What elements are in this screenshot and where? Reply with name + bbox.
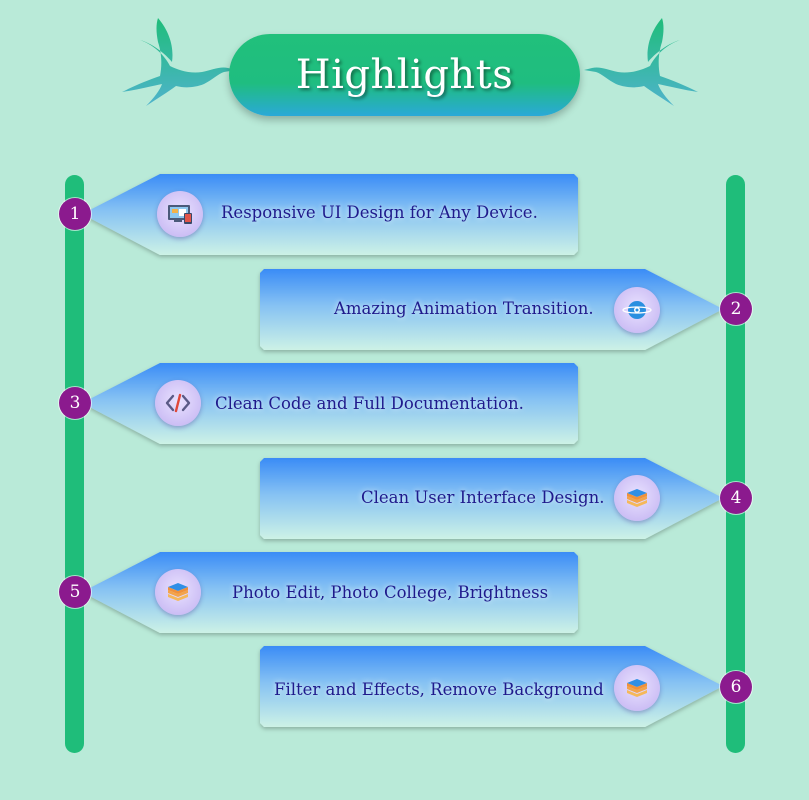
left-rail [65, 175, 84, 753]
layers-icon [614, 665, 660, 711]
highlight-label-2: Amazing Animation Transition. [334, 299, 594, 318]
title-banner: Highlights [229, 34, 580, 116]
code-icon [155, 380, 201, 426]
badge-number-5: 5 [59, 576, 91, 608]
badge-number-3: 3 [59, 387, 91, 419]
hummingbird-right-icon [584, 18, 698, 106]
responsive-devices-icon [157, 191, 203, 237]
highlight-label-3: Clean Code and Full Documentation. [215, 394, 524, 413]
layers-icon [614, 475, 660, 521]
badge-number-6: 6 [720, 671, 752, 703]
badge-number-4: 4 [720, 482, 752, 514]
highlight-label-5: Photo Edit, Photo College, Brightness [232, 583, 549, 602]
badge-number-2: 2 [720, 293, 752, 325]
page-title: Highlights [295, 52, 514, 98]
highlight-label-6: Filter and Effects, Remove Background [274, 680, 604, 699]
animation-icon [614, 287, 660, 333]
highlight-label-4: Clean User Interface Design. [361, 488, 605, 507]
highlight-label-1: Responsive UI Design for Any Device. [221, 203, 538, 222]
badge-number-1: 1 [59, 198, 91, 230]
hummingbird-left-icon [122, 18, 236, 106]
layers-icon [155, 569, 201, 615]
